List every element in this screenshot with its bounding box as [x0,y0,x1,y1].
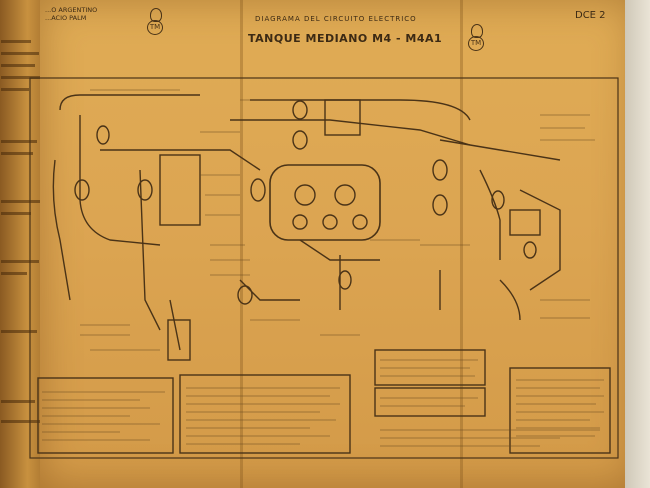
harness-cable [79,115,161,246]
tm-logo-icon: TM [146,8,164,35]
left-page-text-line [1,212,31,215]
stamp-line-1: ...O ARGENTINO [45,6,98,14]
left-page-text-line [1,76,41,79]
left-page-text-line [1,140,37,143]
logo-letters: TM [147,20,163,35]
table-frame [509,367,611,454]
harness-cable [230,119,471,146]
wiring-diagram-poster [40,0,635,488]
paper-fold [460,0,463,488]
connector [292,100,308,120]
connector [96,125,110,145]
left-page-text-line [1,400,35,403]
left-book-page [0,0,46,488]
stamp-text: ...O ARGENTINO ...ACIO PALM [45,6,97,22]
table-frame [37,377,174,454]
gauge [352,214,368,230]
connector [250,178,266,202]
gauge [322,214,338,230]
diagram-border [29,77,619,459]
table-frame [374,349,486,386]
diagram-title: TANQUE MEDIANO M4 - M4A1 [248,32,443,45]
diagram-subtitle: DIAGRAMA DEL CIRCUITO ELECTRICO [255,15,417,23]
harness-cable [139,169,161,331]
harness-cable [519,189,561,291]
left-page-text-line [1,64,35,67]
connector [523,241,537,259]
harness-cable [100,149,261,171]
table-frame [179,374,351,454]
connector [338,270,352,290]
left-page-text-line [1,40,31,43]
harness-cable [239,279,300,301]
harness-cable [439,139,561,161]
left-page-text-line [1,152,33,155]
sheet-code: DCE 2 [575,10,606,21]
harness-cable [250,99,471,121]
junction-box [167,319,191,361]
left-page-text-line [1,420,41,423]
harness-cable [479,169,501,260]
connector [491,190,505,210]
connector [432,194,448,216]
harness-cable [499,279,521,321]
left-page-text-line [1,52,39,55]
left-page-text-line [1,260,39,263]
left-page-text-line [1,88,29,91]
harness-cable [299,239,380,261]
junction-box [159,154,201,226]
gauge [294,184,316,206]
junction-box [324,99,361,136]
connector [292,130,308,150]
left-page-text-line [1,330,37,333]
harness-cable [52,159,71,301]
harness-cable [59,94,200,111]
logo-letters: TM [468,36,484,51]
left-page-text-line [1,200,41,203]
connector [137,179,153,201]
connector [74,179,90,201]
left-page-text-line [1,272,27,275]
harness-cable [169,299,181,351]
gauge [334,184,356,206]
tm-logo-icon: TM [467,24,485,51]
gauge [292,214,308,230]
junction-box [509,209,541,236]
instrument-panel [269,164,381,241]
adjacent-document-edge [625,0,650,488]
connector [237,285,253,305]
table-frame [374,387,486,417]
stamp-line-2: ...ACIO PALM [45,14,87,22]
paper-fold [240,0,243,488]
connector [432,159,448,181]
